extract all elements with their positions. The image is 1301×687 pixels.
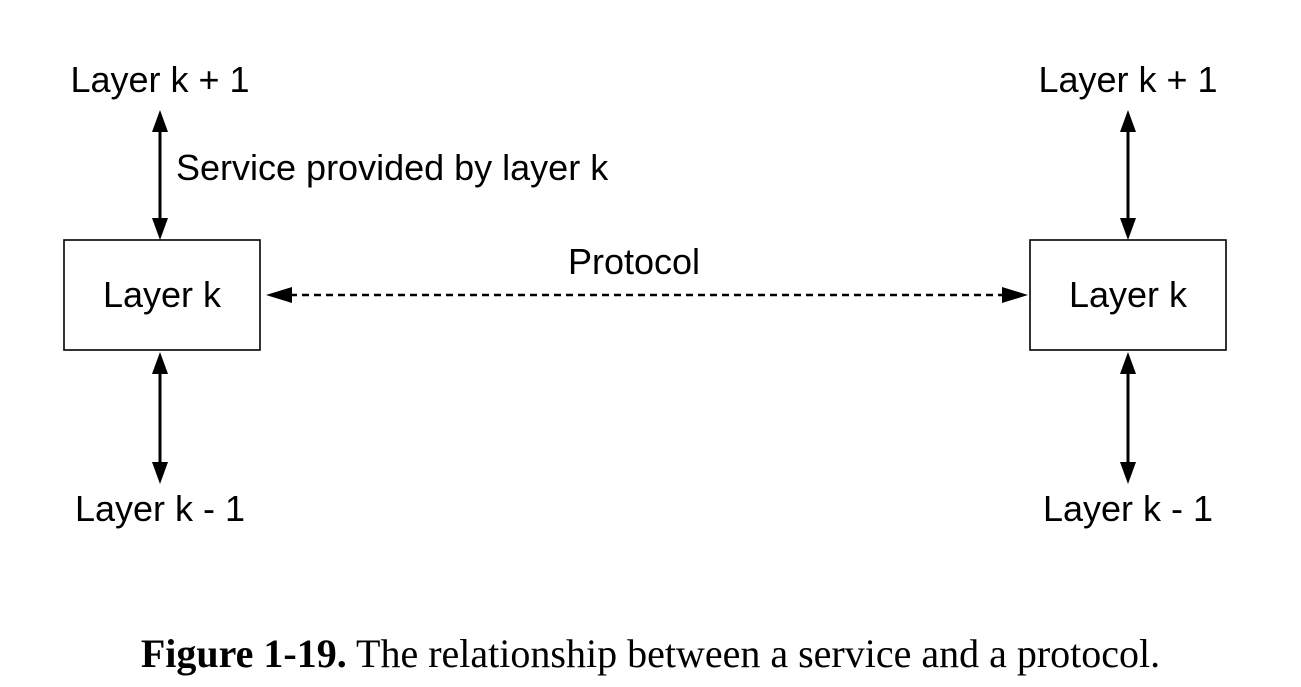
- right-lower-arrow: [1120, 352, 1136, 484]
- right-layer-box: [1029, 239, 1227, 351]
- service-protocol-diagram: Layer k + 1 Service provided by layer k …: [63, 59, 1227, 529]
- right-layer-box-label: Layer k: [1069, 274, 1188, 315]
- service-label: Service provided by layer k: [176, 147, 609, 188]
- figure-number: Figure 1-19.: [140, 631, 347, 676]
- left-upper-layer-label: Layer k + 1: [70, 59, 249, 100]
- figure-caption: Figure 1-19. The relationship between a …: [0, 630, 1301, 677]
- protocol-dashed-arrow: [266, 287, 1028, 303]
- protocol-label: Protocol: [568, 241, 700, 282]
- left-layer-box: [63, 239, 261, 351]
- figure-caption-text: The relationship between a service and a…: [356, 631, 1161, 676]
- left-lower-layer-label: Layer k - 1: [75, 488, 245, 529]
- left-layer-box-label: Layer k: [103, 274, 222, 315]
- left-lower-arrow: [152, 352, 168, 484]
- right-lower-layer-label: Layer k - 1: [1043, 488, 1213, 529]
- left-service-arrow: [152, 110, 168, 240]
- right-service-arrow: [1120, 110, 1136, 240]
- right-upper-layer-label: Layer k + 1: [1038, 59, 1217, 100]
